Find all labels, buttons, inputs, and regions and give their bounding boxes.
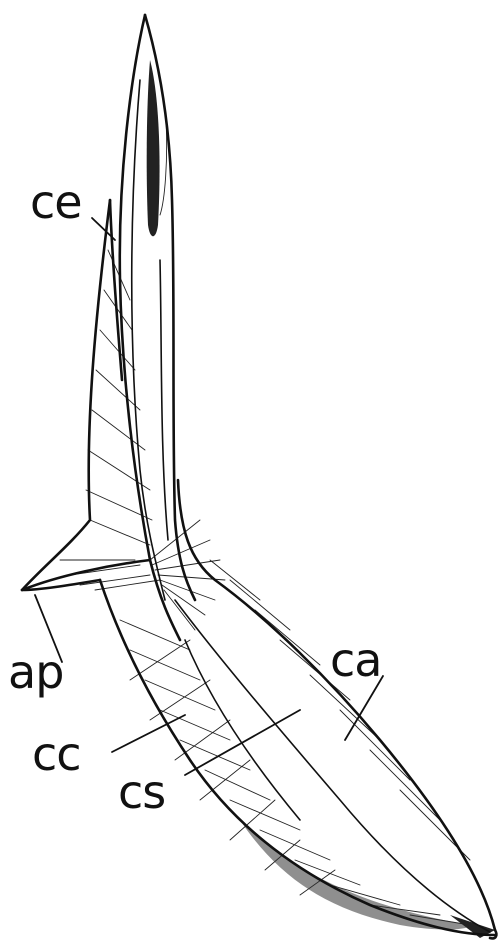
label-cc: cc: [32, 727, 81, 781]
label-ap: ap: [8, 645, 63, 699]
label-ce: ce: [30, 175, 82, 229]
outline: [22, 15, 496, 938]
leader-cs: [185, 710, 300, 775]
label-ca: ca: [330, 633, 381, 687]
leader-lines: [35, 218, 383, 775]
label-cs: cs: [118, 765, 165, 819]
